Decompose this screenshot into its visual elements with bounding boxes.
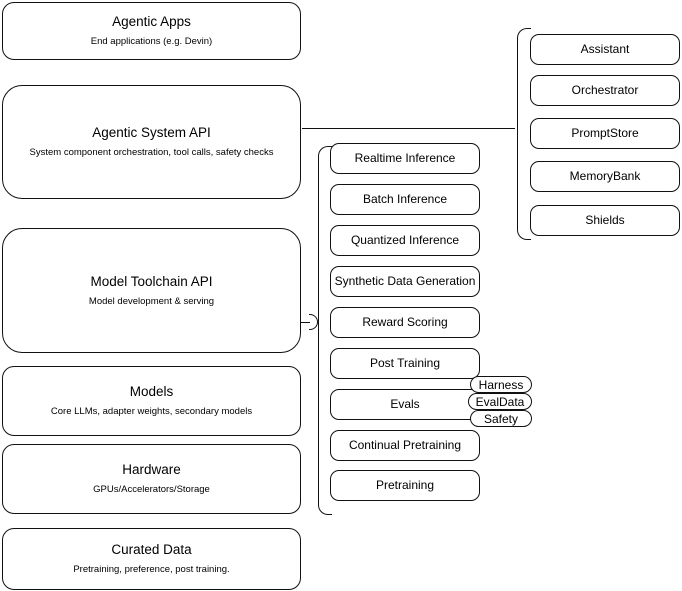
layer-subtitle: Model development & serving xyxy=(88,295,215,307)
layer-subtitle: Core LLMs, adapter weights, secondary mo… xyxy=(50,406,253,417)
component-label: Continual Pretraining xyxy=(348,438,462,452)
component-promptstore[interactable]: PromptStore xyxy=(530,118,680,149)
component-pretraining[interactable]: Pretraining xyxy=(330,470,480,501)
layer-subtitle: End applications (e.g. Devin) xyxy=(90,36,213,47)
component-quantized-inference[interactable]: Quantized Inference xyxy=(330,225,480,256)
layer-title: Agentic System API xyxy=(92,125,211,141)
layer-card-hardware[interactable]: Hardware GPUs/Accelerators/Storage xyxy=(2,444,301,514)
tag-label: Safety xyxy=(483,411,519,426)
tag-safety[interactable]: Safety xyxy=(470,410,532,427)
layer-subtitle: System component orchestration, tool cal… xyxy=(29,147,274,158)
component-label: Quantized Inference xyxy=(350,233,460,247)
connector-toolchain-stub xyxy=(301,322,310,323)
component-label: Reward Scoring xyxy=(362,315,448,329)
component-orchestrator[interactable]: Orchestrator xyxy=(530,75,680,106)
component-assistant[interactable]: Assistant xyxy=(530,34,680,65)
layer-card-agentic-apps[interactable]: Agentic Apps End applications (e.g. Devi… xyxy=(2,2,301,60)
component-label: Evals xyxy=(390,397,420,411)
component-label: Post Training xyxy=(369,356,441,370)
component-shields[interactable]: Shields xyxy=(530,205,680,236)
component-label: Realtime Inference xyxy=(354,151,456,165)
tag-harness[interactable]: Harness xyxy=(470,376,532,393)
component-continual-pretraining[interactable]: Continual Pretraining xyxy=(330,430,480,461)
component-evals[interactable]: Evals xyxy=(330,389,480,420)
bracket-agentic-system-components xyxy=(517,28,531,240)
bracket-tip-model-toolchain xyxy=(309,314,318,330)
tag-label: Harness xyxy=(478,377,524,392)
component-memorybank[interactable]: MemoryBank xyxy=(530,161,680,192)
layer-card-model-toolchain-api[interactable]: Model Toolchain API Model development & … xyxy=(2,228,301,353)
layer-title: Model Toolchain API xyxy=(90,273,213,289)
component-reward-scoring[interactable]: Reward Scoring xyxy=(330,307,480,338)
layer-card-curated-data[interactable]: Curated Data Pretraining, preference, po… xyxy=(2,528,301,590)
layer-card-agentic-system-api[interactable]: Agentic System API System component orch… xyxy=(2,85,301,199)
connector-system-api-to-components xyxy=(302,128,515,129)
component-realtime-inference[interactable]: Realtime Inference xyxy=(330,143,480,174)
component-label: MemoryBank xyxy=(569,169,641,183)
component-synthetic-data-generation[interactable]: Synthetic Data Generation xyxy=(330,266,480,297)
tag-evaldata[interactable]: EvalData xyxy=(468,393,532,410)
tag-label: EvalData xyxy=(475,394,525,409)
layer-title: Curated Data xyxy=(111,542,192,558)
layer-card-models[interactable]: Models Core LLMs, adapter weights, secon… xyxy=(2,366,301,436)
component-label: Synthetic Data Generation xyxy=(334,274,476,288)
component-label: Batch Inference xyxy=(362,192,448,206)
component-label: Assistant xyxy=(580,42,630,56)
component-label: Orchestrator xyxy=(571,83,639,97)
component-label: PromptStore xyxy=(571,126,639,140)
component-batch-inference[interactable]: Batch Inference xyxy=(330,184,480,215)
layer-title: Agentic Apps xyxy=(112,14,191,30)
layer-subtitle: Pretraining, preference, post training. xyxy=(73,564,230,575)
component-post-training[interactable]: Post Training xyxy=(330,348,480,379)
component-label: Shields xyxy=(585,213,625,227)
layer-title: Hardware xyxy=(122,462,181,478)
component-label: Pretraining xyxy=(375,478,435,492)
layer-subtitle: GPUs/Accelerators/Storage xyxy=(93,484,210,495)
layer-title: Models xyxy=(129,384,174,400)
